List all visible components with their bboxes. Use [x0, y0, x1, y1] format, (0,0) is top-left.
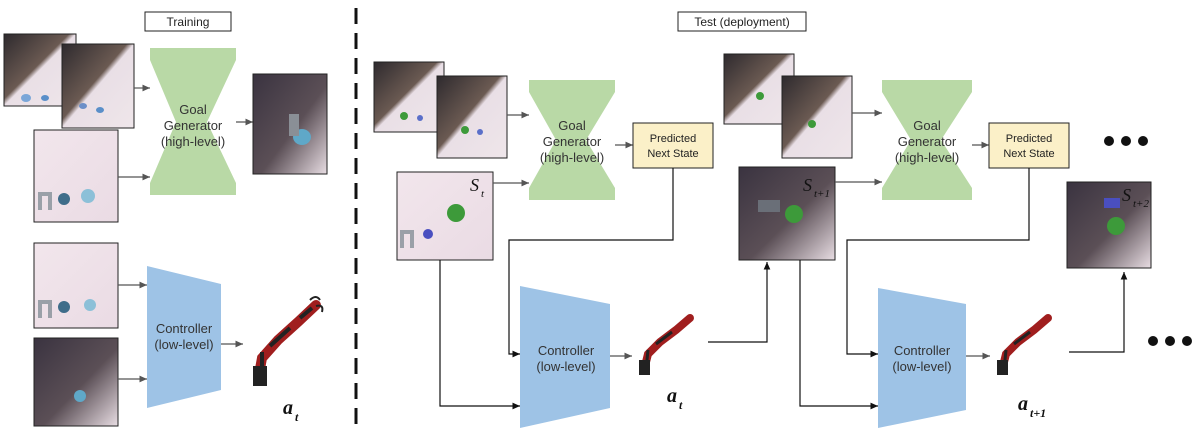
continuation-dots-bottom [1148, 336, 1192, 346]
action-label-test-2: a [1018, 393, 1028, 415]
goal-generator-training [150, 48, 236, 195]
test-header: Test (deployment) [694, 15, 789, 29]
goal-gen-training-line2: Generator [164, 118, 223, 133]
goal-gen-training-line1: Goal [179, 102, 207, 117]
pred1-line1: Predicted [650, 133, 696, 145]
controller-training [147, 266, 221, 408]
goal-generator-test-1 [529, 80, 615, 200]
arrow-action1-to-st1 [708, 262, 771, 343]
test-state-st1 [738, 166, 836, 261]
state-label-st1: S [803, 175, 812, 195]
test-video-frame-1 [373, 61, 445, 133]
predicted-next-state-2 [988, 122, 1070, 169]
test2-video-frame-2 [781, 75, 853, 159]
training-video-frame-2 [61, 43, 135, 129]
test-state-st [396, 171, 494, 261]
continuation-dots-top [1104, 136, 1148, 146]
gg2-line1: Goal [913, 118, 941, 133]
ctrl1-line2: (low-level) [536, 359, 595, 374]
test-video-frame-2 [436, 75, 508, 159]
training-goal-image [252, 73, 328, 175]
gg2-line2: Generator [898, 134, 957, 149]
goal-gen-training-line3: (high-level) [161, 134, 225, 149]
test-state-st2 [1066, 181, 1152, 269]
training-header: Training [167, 15, 210, 29]
action-sub-test-1: t [679, 398, 683, 412]
pred2-line2: Next State [1003, 148, 1054, 160]
gg1-line1: Goal [558, 118, 586, 133]
robot-arm-icon-test-2 [997, 314, 1052, 375]
controller-training-line1: Controller [156, 321, 213, 336]
state-label-st: S [470, 175, 479, 195]
arrow-pred1-to-ctrl1 [508, 168, 674, 358]
training-controller-input-2 [33, 337, 119, 427]
gg1-line2: Generator [543, 134, 602, 149]
arrow-action2-to-st2 [1069, 272, 1128, 353]
ctrl1-line1: Controller [538, 343, 595, 358]
arrow-pred2-to-ctrl2 [846, 168, 1030, 358]
training-header-box [144, 11, 232, 32]
robot-arm-icon-test-1 [639, 314, 694, 375]
controller-test-1 [520, 286, 610, 428]
action-label-training: a [283, 397, 293, 419]
robot-arm-icon-training [253, 296, 324, 386]
ctrl2-line2: (low-level) [892, 359, 951, 374]
controller-training-line2: (low-level) [154, 337, 213, 352]
arrow-st-to-ctrl1 [439, 260, 520, 410]
gg1-line3: (high-level) [540, 150, 604, 165]
controller-test-2 [878, 288, 966, 428]
gg2-line3: (high-level) [895, 150, 959, 165]
action-label-test-1: a [667, 385, 677, 407]
state-label-st2: S [1122, 185, 1131, 205]
test-header-box [677, 11, 807, 32]
arrow-st1-to-ctrl2 [799, 260, 878, 410]
ctrl2-line1: Controller [894, 343, 951, 358]
state-sub-st1: t+1 [814, 188, 830, 200]
action-sub-test-2: t+1 [1030, 406, 1046, 420]
training-controller-input-1 [33, 242, 119, 329]
state-sub-st2: t+2 [1133, 198, 1149, 210]
action-sub-training: t [295, 410, 299, 424]
training-state-image [33, 129, 119, 223]
pred2-line1: Predicted [1006, 133, 1052, 145]
goal-generator-test-2 [882, 80, 972, 200]
pred1-line2: Next State [647, 148, 698, 160]
predicted-next-state-1 [632, 122, 714, 169]
state-sub-st: t [481, 188, 485, 200]
